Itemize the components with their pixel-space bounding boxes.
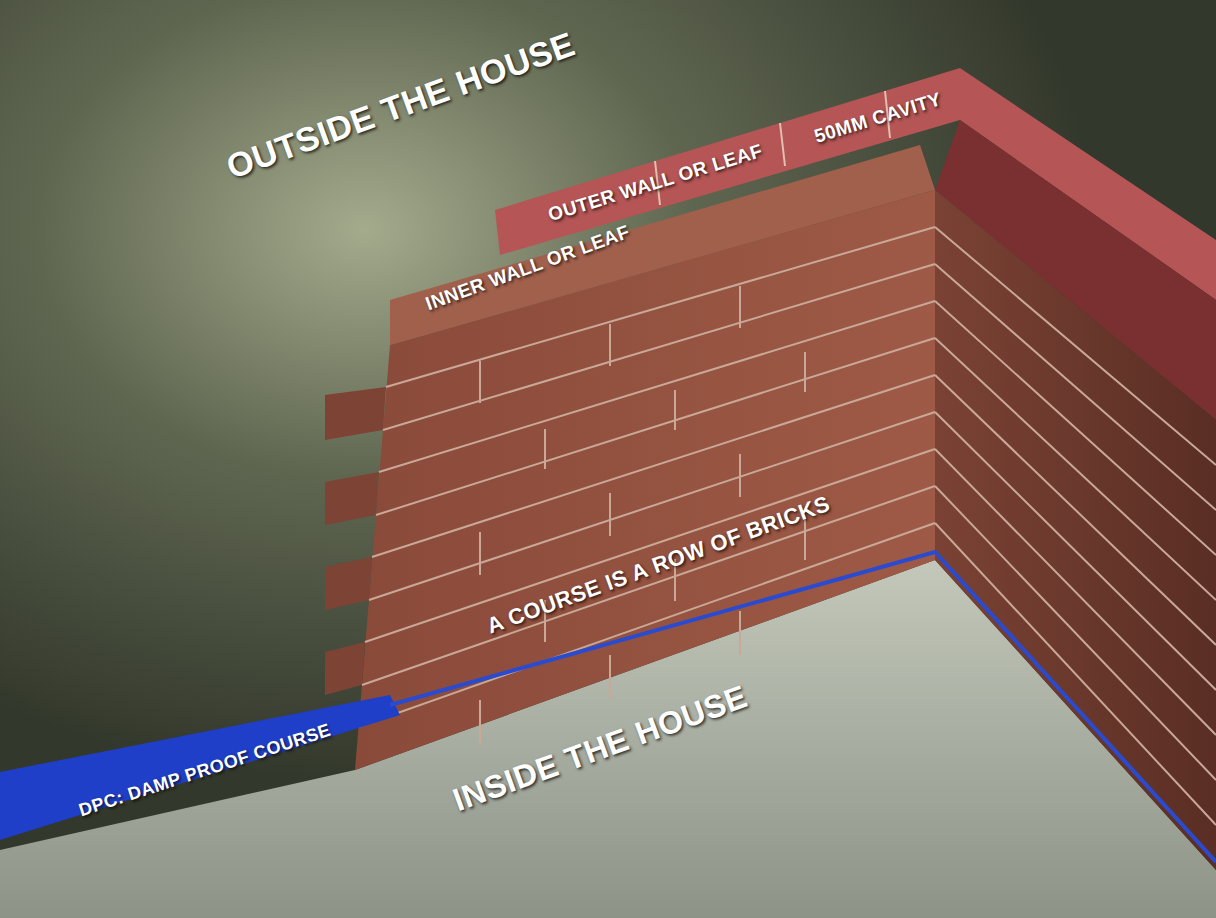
brick-joint bbox=[780, 123, 785, 166]
course-lines bbox=[358, 227, 1216, 825]
toothed-brick bbox=[325, 642, 365, 695]
dpc-membrane bbox=[0, 695, 400, 840]
toothed-brick bbox=[325, 387, 386, 440]
return-wall-face bbox=[935, 190, 1216, 870]
inner-leaf-face bbox=[355, 190, 935, 770]
dpc-line bbox=[390, 552, 1216, 862]
toothed-brick bbox=[325, 472, 379, 525]
toothed-brick bbox=[325, 557, 372, 610]
